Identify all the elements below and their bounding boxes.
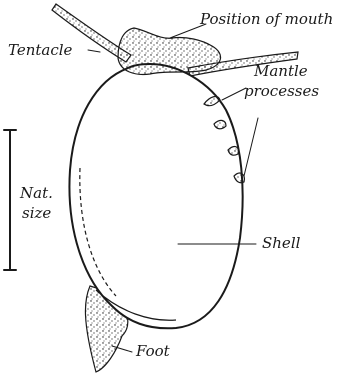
label-processes: processes	[244, 82, 319, 100]
natural-size-scale-bar	[4, 130, 16, 270]
mantle-leader-line-2	[244, 118, 258, 176]
tentacle-leader-line	[88, 50, 100, 52]
label-tentacle: Tentacle	[8, 41, 73, 59]
label-nat: Nat.	[19, 184, 53, 202]
mantle-leader-line	[222, 88, 246, 100]
label-shell: Shell	[262, 234, 301, 252]
label-position-of-mouth: Position of mouth	[199, 10, 333, 28]
label-mantle: Mantle	[253, 62, 308, 80]
mouth-lobe	[118, 28, 221, 74]
label-size: size	[22, 204, 51, 222]
label-foot: Foot	[135, 342, 171, 360]
